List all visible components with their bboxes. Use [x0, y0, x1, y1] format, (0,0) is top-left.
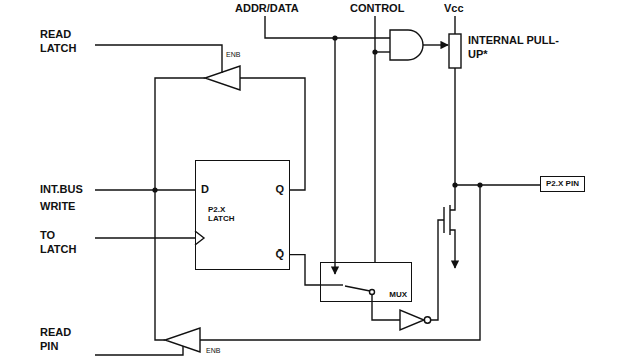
latch-inverted-output: Q̄ [275, 249, 284, 261]
latch-box: D Q P2.X LATCH Q̄ [195, 160, 290, 270]
addr-data-wire [265, 16, 390, 38]
pin-name: P2.X PIN [546, 180, 579, 188]
fet-drain [450, 185, 455, 210]
read-pin-wire [95, 346, 183, 355]
mux-input-contact [320, 284, 343, 285]
latch-input: D [201, 184, 209, 196]
connector-wire [290, 255, 320, 285]
mux-output-wire [372, 295, 400, 320]
pin-box: P2.X PIN [540, 176, 585, 192]
pin-sense-wire [200, 185, 480, 340]
pin-wire [455, 68, 540, 185]
internal-bus-wire [155, 78, 205, 340]
read-latch-wire [95, 45, 222, 73]
signal-name: WRITE [40, 200, 75, 214]
addr-to-mux-wire [334, 38, 335, 274]
mux-blade [345, 286, 370, 291]
q-feedback-wire [240, 78, 305, 190]
clock-wire [95, 237, 195, 238]
inverter-bubble [424, 317, 430, 323]
signal-name: TO LATCH [40, 229, 86, 257]
supply-name: Vcc [444, 2, 464, 16]
part-name: INTERNAL PULL-UP* [468, 34, 568, 62]
mux-pivot [370, 290, 375, 295]
gate-wire [431, 220, 444, 320]
enable-name: ENB [206, 347, 220, 356]
latch-name: P2.X LATCH [208, 205, 242, 223]
fet-source [450, 230, 455, 268]
vcc-wire [454, 16, 455, 34]
signal-name: READ LATCH [40, 28, 86, 56]
inverter [400, 310, 424, 330]
clock-symbol [195, 231, 204, 245]
mux-box: MUX [320, 262, 412, 302]
signal-name: INT.BUS [40, 183, 83, 197]
and-gate [390, 30, 423, 60]
pull-up-resistor [449, 34, 461, 68]
read-latch-buffer [205, 66, 240, 90]
bus-to-d-wire [95, 189, 195, 190]
enable-name: ENB [226, 51, 240, 60]
and-output-wire [423, 44, 448, 45]
mux-name: MUX [389, 291, 407, 299]
latch-output: Q [275, 184, 284, 196]
signal-name: ADDR/DATA [235, 2, 299, 16]
signal-name: CONTROL [350, 2, 404, 16]
signal-name: READ PIN [40, 326, 80, 354]
